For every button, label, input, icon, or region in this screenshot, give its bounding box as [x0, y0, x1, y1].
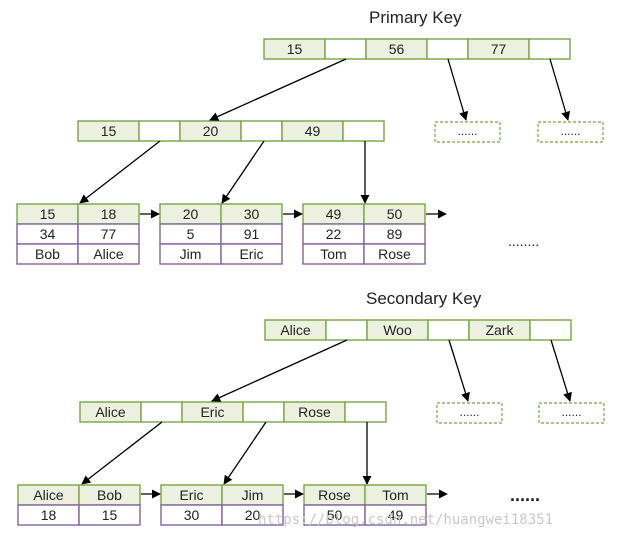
secondary-root-key-label-1: Alice — [280, 322, 311, 338]
primary-leaf-3-key-label-2: 50 — [387, 206, 403, 222]
secondary-key-title: Secondary Key — [366, 289, 482, 308]
secondary-root-key-label-3: Zark — [486, 322, 515, 338]
primary-inner-key-label-2: 20 — [203, 123, 219, 139]
secondary-leaf-2-row-1-label-2: 20 — [245, 507, 261, 523]
secondary-more-ellipsis: ...... — [510, 485, 540, 505]
secondary-leaf-1-row-1-label-1: 18 — [41, 507, 57, 523]
primary-leaf-2-row-2-label-1: Jim — [180, 246, 202, 262]
secondary-leaf-1-key-label-2: Bob — [97, 487, 122, 503]
secondary-leaf-3: Rose Tom 50 49 — [303, 484, 427, 526]
secondary-inner-pointer-cell-1 — [140, 401, 183, 423]
primary-leaf-1-row-1-label-2: 77 — [101, 226, 117, 242]
primary-leaf-1-row-2-cell-2 — [77, 243, 140, 265]
secondary-leaf-2-key-label-2: Jim — [242, 487, 264, 503]
secondary-leaf-1: Alice Bob 18 15 — [17, 484, 141, 526]
secondary-leaf-2-row-1-cell-2 — [221, 504, 284, 526]
primary-leaf-2-key-label-1: 20 — [183, 206, 199, 222]
primary-leaf-1-row-1-label-1: 34 — [40, 226, 56, 242]
primary-key-title: Primary Key — [369, 8, 462, 27]
secondary-leaf-3-row-1-cell-2 — [364, 504, 427, 526]
secondary-arrow-root-to-placeholder-b — [550, 339, 572, 402]
primary-leaf-1-key-label-2: 18 — [101, 206, 117, 222]
secondary-placeholder-label-a: ...... — [459, 405, 479, 419]
secondary-placeholder-label-b: ...... — [561, 405, 581, 419]
primary-root-key-label-3: 77 — [491, 41, 507, 57]
primary-leaf-3-key-label-1: 49 — [326, 206, 342, 222]
secondary-leaf-2-key-label-1: Eric — [179, 487, 203, 503]
secondary-root-pointer-cell-3 — [529, 319, 572, 341]
primary-inner-node: 15 20 49 — [77, 120, 385, 142]
secondary-root-key-label-2: Woo — [383, 322, 412, 338]
primary-inner-pointer-cell-1 — [138, 120, 181, 142]
secondary-inner-key-label-1: Alice — [95, 404, 126, 420]
primary-leaf-1-row-2-label-2: Alice — [93, 246, 124, 262]
secondary-arrow-inner-to-leaf-2 — [223, 421, 267, 485]
primary-inner-key-label-3: 49 — [305, 123, 321, 139]
secondary-root-pointer-cell-1 — [325, 319, 368, 341]
primary-arrow-inner-to-leaf-1 — [79, 140, 161, 204]
secondary-root-pointer-cell-2 — [427, 319, 470, 341]
secondary-arrow-root-to-inner — [211, 339, 348, 402]
primary-inner-pointer-cell-3 — [342, 120, 385, 142]
primary-placeholder-label-a: ...... — [457, 124, 477, 138]
primary-root-pointer-cell-3 — [528, 38, 571, 60]
primary-arrow-inner-to-leaf-2 — [221, 140, 265, 204]
primary-root-key-label-2: 56 — [389, 41, 405, 57]
primary-leaf-3-row-1-label-2: 89 — [387, 226, 403, 242]
secondary-leaf-1-row-1-label-2: 15 — [102, 507, 118, 523]
primary-root-key-label-1: 15 — [287, 41, 303, 57]
primary-arrow-root-to-placeholder-b — [549, 58, 571, 121]
primary-root-pointer-cell-2 — [426, 38, 469, 60]
primary-inner-pointer-cell-2 — [240, 120, 283, 142]
primary-leaf-1-key-label-1: 15 — [40, 206, 56, 222]
primary-leaf-3-row-2-label-1: Tom — [320, 246, 346, 262]
secondary-leaf-2-row-1-label-1: 30 — [184, 507, 200, 523]
secondary-inner-key-label-3: Rose — [298, 404, 331, 420]
secondary-leaf-3-key-label-1: Rose — [318, 487, 351, 503]
secondary-leaf-1-row-1-cell-2 — [78, 504, 141, 526]
primary-leaf-1-row-2-label-1: Bob — [35, 246, 60, 262]
primary-inner-key-label-1: 15 — [101, 123, 117, 139]
secondary-leaf-3-key-label-2: Tom — [382, 487, 408, 503]
secondary-leaf-2: Eric Jim 30 20 — [160, 484, 284, 526]
secondary-inner-pointer-cell-3 — [344, 401, 387, 423]
secondary-root-node: Alice Woo Zark — [264, 319, 572, 341]
primary-arrow-root-to-placeholder-a — [447, 58, 469, 121]
primary-root-node: 15 56 77 — [263, 38, 571, 60]
primary-leaf-2-row-1-label-2: 91 — [244, 226, 260, 242]
secondary-inner-pointer-cell-2 — [242, 401, 285, 423]
primary-leaf-2-row-2-label-2: Eric — [239, 246, 263, 262]
secondary-leaf-3-row-1-label-2: 49 — [388, 507, 404, 523]
primary-leaf-3-row-2-cell-2 — [363, 243, 426, 265]
secondary-leaf-3-row-1-label-1: 50 — [327, 507, 343, 523]
primary-placeholder-node-b — [537, 121, 604, 143]
secondary-placeholder-node-b — [538, 402, 605, 424]
primary-more-ellipsis: ........ — [508, 233, 539, 249]
primary-arrow-root-to-inner — [209, 58, 347, 121]
secondary-placeholder-node-a — [436, 402, 503, 424]
primary-root-pointer-cell-1 — [324, 38, 367, 60]
primary-leaf-2-key-label-2: 30 — [244, 206, 260, 222]
primary-placeholder-label-b: ...... — [560, 124, 580, 138]
secondary-leaf-1-key-label-1: Alice — [33, 487, 64, 503]
primary-leaf-3-row-1-label-1: 22 — [326, 226, 342, 242]
secondary-inner-key-label-2: Eric — [200, 404, 224, 420]
secondary-inner-node: Alice Eric Rose — [79, 401, 387, 423]
primary-leaf-2-row-2-cell-2 — [220, 243, 283, 265]
primary-leaf-2-row-1-label-1: 5 — [187, 226, 195, 242]
secondary-arrow-inner-to-leaf-1 — [81, 421, 163, 485]
primary-leaf-3-row-2-label-2: Rose — [378, 246, 411, 262]
watermark: https://blog.csdn.net/huangwei18351 — [258, 512, 553, 528]
primary-placeholder-node-a — [434, 121, 501, 143]
secondary-arrow-root-to-placeholder-a — [448, 339, 470, 402]
